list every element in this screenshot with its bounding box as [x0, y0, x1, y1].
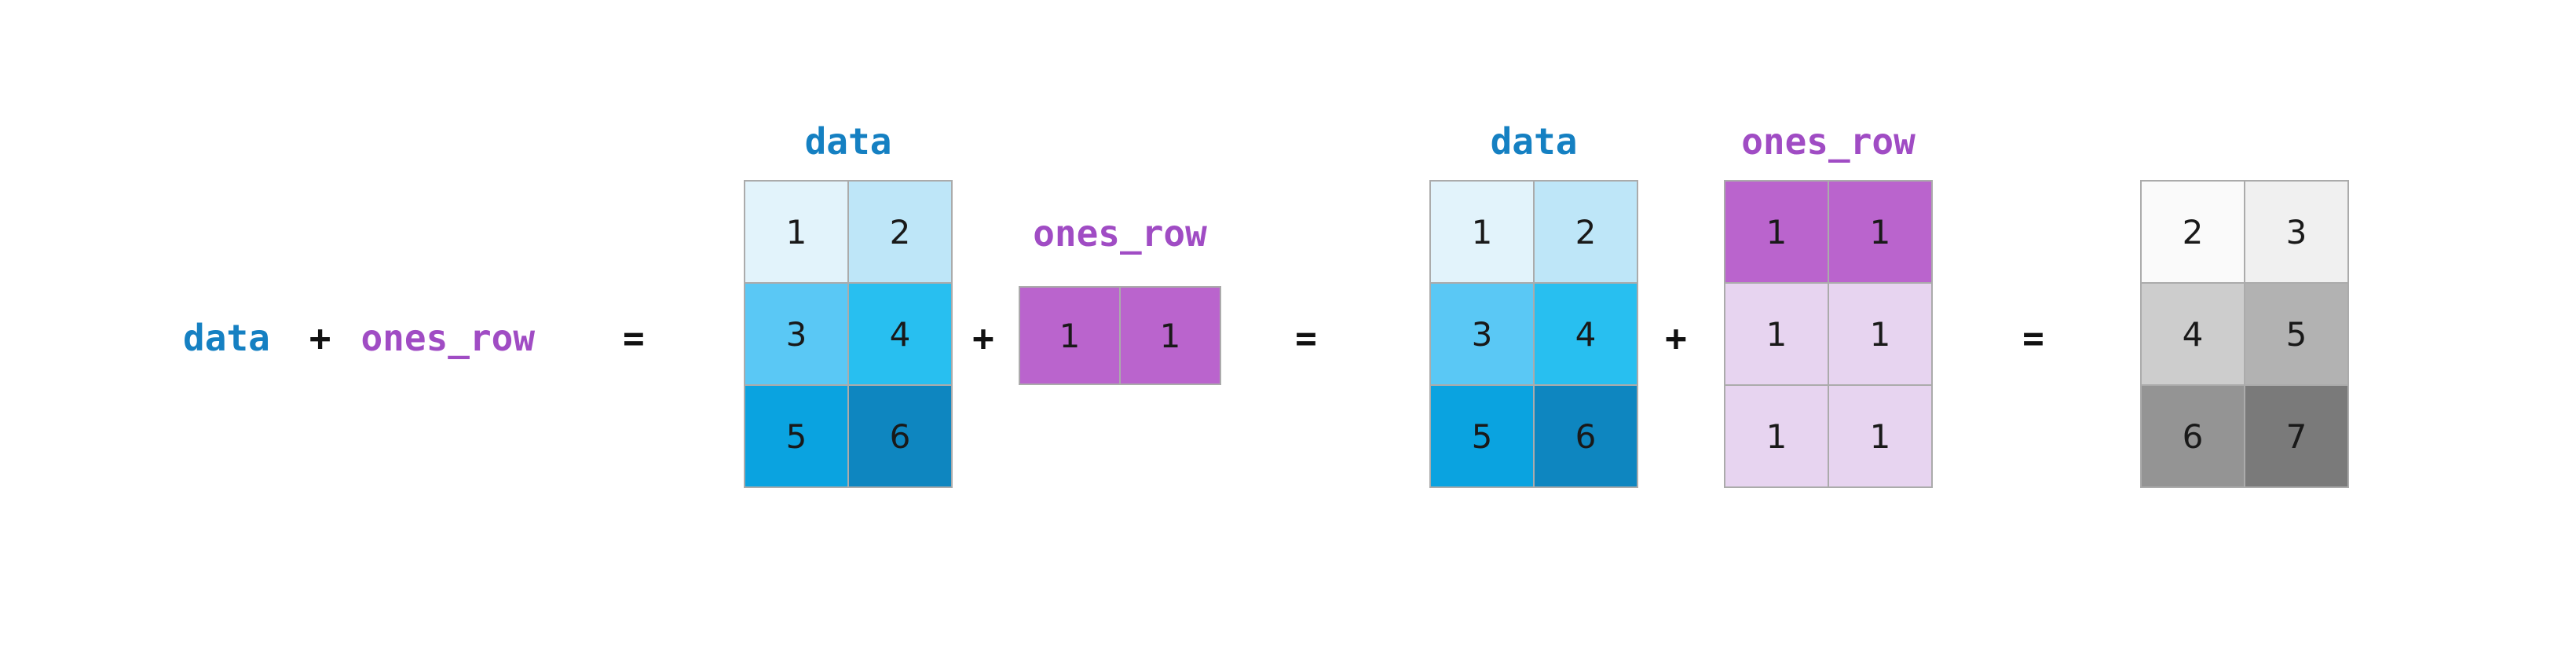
matrix-cell: 2	[849, 182, 951, 282]
matrix-cell: 7	[2245, 386, 2347, 486]
plus-operator-1: +	[972, 317, 994, 359]
expression-ones-row-label: ones_row	[360, 317, 536, 359]
matrix-cell: 1	[1829, 182, 1931, 282]
matrix-cell: 3	[1431, 284, 1533, 384]
matrix-cell: 1	[1020, 288, 1119, 384]
matrix-cell: 5	[2245, 284, 2347, 384]
matrix-cell: 1	[745, 182, 847, 282]
matrix-cell: 4	[1535, 284, 1637, 384]
matrix-cell: 1	[1829, 284, 1931, 384]
matrix-cell: 1	[1121, 288, 1220, 384]
matrix-cell: 3	[2245, 182, 2347, 282]
equals-operator-3: =	[2022, 317, 2044, 359]
matrix-cell: 6	[849, 386, 951, 486]
data-matrix-2-label: data	[1490, 120, 1578, 163]
data-matrix-1-label: data	[804, 120, 892, 163]
matrix-cell: 6	[1535, 386, 1637, 486]
matrix-cell: 4	[849, 284, 951, 384]
expression-data-label: data	[183, 317, 270, 359]
matrix-cell: 1	[1829, 386, 1931, 486]
matrix-cell: 1	[1431, 182, 1533, 282]
matrix-cell: 5	[745, 386, 847, 486]
expression-equals-operator: =	[623, 317, 645, 359]
expression-plus-operator: +	[309, 317, 331, 359]
matrix-cell: 5	[1431, 386, 1533, 486]
expression: data + ones_row =	[183, 320, 645, 356]
plus-operator-2: +	[1665, 317, 1687, 359]
ones-row-expanded-matrix-label: ones_row	[1741, 120, 1916, 163]
matrix-cell: 1	[1725, 386, 1828, 486]
matrix-cell: 1	[1725, 284, 1828, 384]
equals-operator-2: =	[1295, 317, 1317, 359]
ones-row-matrix-label: ones_row	[1033, 212, 1207, 255]
matrix-cell: 3	[745, 284, 847, 384]
matrix-cell: 2	[1535, 182, 1637, 282]
matrix-cell: 6	[2142, 386, 2244, 486]
matrix-cell: 4	[2142, 284, 2244, 384]
matrix-cell: 1	[1725, 182, 1828, 282]
matrix-cell: 2	[2142, 182, 2244, 282]
